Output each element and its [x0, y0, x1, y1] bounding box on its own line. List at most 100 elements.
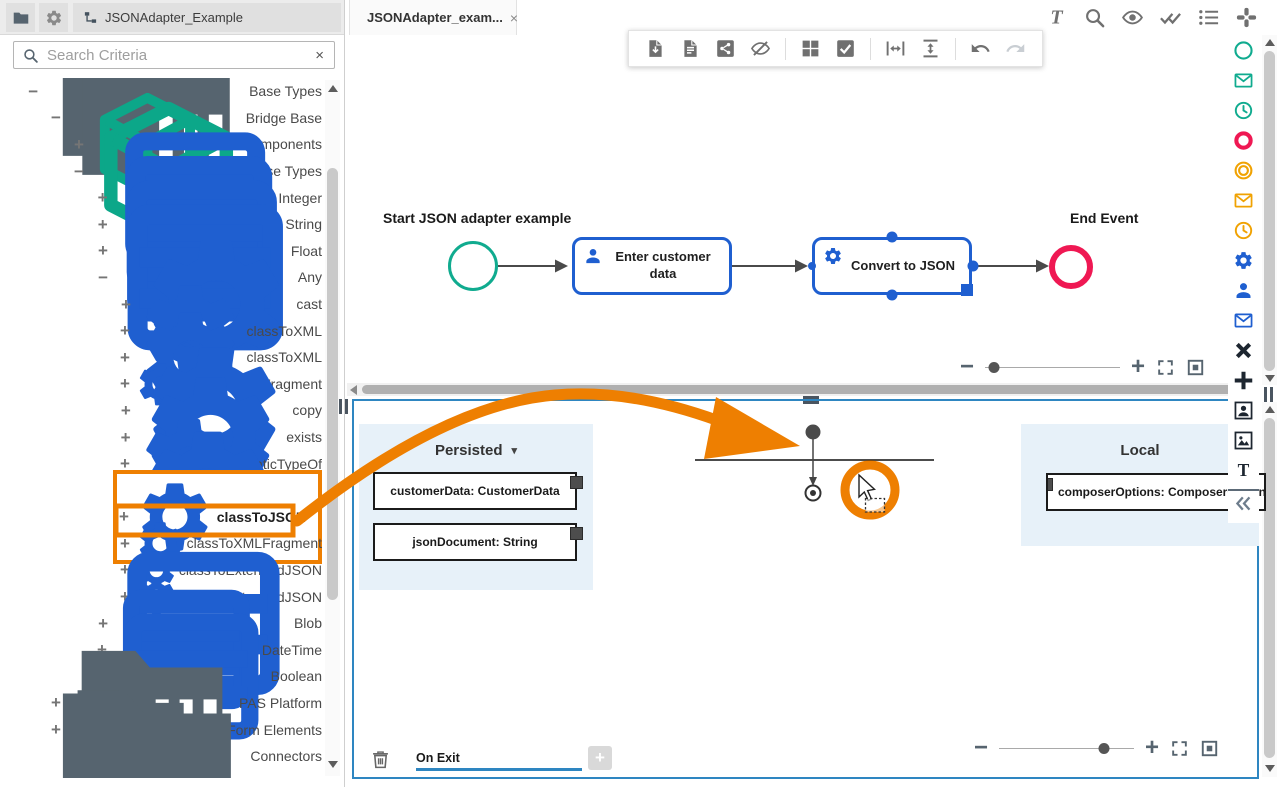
expander-icon[interactable]: +: [120, 374, 130, 394]
expander-icon[interactable]: +: [120, 347, 130, 367]
tab-on-exit[interactable]: On Exit: [416, 749, 582, 771]
palette-portrait-icon[interactable]: [1228, 395, 1259, 425]
field-jsonDocument[interactable]: jsonDocument: String: [373, 523, 583, 561]
task-convert-to-json[interactable]: Convert to JSON: [812, 237, 972, 295]
expander-icon[interactable]: +: [120, 294, 131, 314]
mapping-footer: On Exit +: [354, 741, 1257, 777]
right-resize-grip[interactable]: [1264, 387, 1273, 402]
expander-icon[interactable]: +: [97, 214, 108, 234]
expander-icon[interactable]: +: [51, 720, 61, 740]
fullscreen-icon[interactable]: [1156, 358, 1175, 377]
search-input[interactable]: [39, 46, 314, 64]
task-enter-customer-data[interactable]: Enter customer data: [572, 237, 732, 295]
field-customerData[interactable]: customerData: CustomerData: [373, 472, 583, 510]
expander-icon[interactable]: +: [120, 400, 131, 420]
zoom-in-button[interactable]: +: [1145, 734, 1160, 761]
palette-send-task-icon[interactable]: [1228, 305, 1259, 335]
expander-icon[interactable]: −: [51, 108, 61, 128]
palette-message-start-icon[interactable]: [1228, 65, 1259, 95]
palette-text-icon[interactable]: T: [1228, 455, 1259, 485]
expander-icon[interactable]: +: [120, 533, 130, 553]
editor-tab[interactable]: JSONAdapter_exam... ×: [349, 0, 519, 35]
start-event-shape[interactable]: [448, 241, 498, 291]
chevron-down-icon[interactable]: ▾: [511, 445, 518, 457]
zoom-out-button[interactable]: −: [960, 353, 975, 380]
palette-service-task-icon[interactable]: [1228, 245, 1259, 275]
expander-icon[interactable]: +: [120, 560, 130, 580]
palette-message-intermediate-icon[interactable]: [1228, 185, 1259, 215]
expander-icon[interactable]: +: [120, 427, 131, 447]
fit-view-icon[interactable]: [1200, 739, 1219, 758]
expander-icon[interactable]: +: [51, 693, 61, 713]
list-button[interactable]: [1197, 6, 1220, 29]
left-resize-grip[interactable]: [339, 399, 348, 414]
palette-end-event-icon[interactable]: [1228, 125, 1259, 155]
clear-search-button[interactable]: ×: [315, 46, 324, 64]
expander-icon[interactable]: +: [97, 640, 107, 660]
expander-icon[interactable]: +: [120, 587, 130, 607]
palette-intermediate-event-icon[interactable]: [1228, 155, 1259, 185]
checkbox-button[interactable]: [835, 38, 856, 59]
fit-height-button[interactable]: [920, 38, 941, 59]
hide-button[interactable]: [750, 38, 771, 59]
envelope-icon: [1234, 193, 1253, 207]
folder-button[interactable]: [6, 3, 35, 32]
expander-icon[interactable]: +: [120, 454, 130, 474]
redo-button[interactable]: [1005, 38, 1026, 59]
bottom-zoom-knob[interactable]: [1098, 742, 1110, 754]
expander-icon[interactable]: −: [98, 267, 109, 287]
add-tab-button[interactable]: +: [588, 746, 612, 770]
share-button[interactable]: [715, 38, 736, 59]
end-event-shape[interactable]: [1049, 245, 1093, 289]
top-zoom-knob[interactable]: [988, 361, 1000, 373]
tree-item[interactable]: Connectors: [0, 693, 322, 778]
document-button[interactable]: [680, 38, 701, 59]
expander-icon[interactable]: −: [74, 161, 84, 181]
expander-icon[interactable]: +: [97, 188, 108, 208]
panel-resize-grip[interactable]: [803, 396, 819, 404]
zoom-slider[interactable]: [985, 361, 1121, 373]
preview-button[interactable]: [1121, 6, 1144, 29]
connector-handle[interactable]: [570, 476, 583, 489]
palette-start-event-icon[interactable]: [1228, 35, 1259, 65]
expander-icon[interactable]: +: [74, 134, 84, 154]
sidebar-scrollbar[interactable]: [325, 80, 340, 776]
palette-timer-start-icon[interactable]: [1228, 95, 1259, 125]
expander-icon[interactable]: +: [98, 613, 108, 633]
project-tab[interactable]: JSONAdapter_Example: [73, 3, 341, 32]
connector-handle[interactable]: [1048, 478, 1053, 491]
grid-button[interactable]: [800, 38, 821, 59]
gear-button[interactable]: [39, 3, 68, 32]
palette-image-icon[interactable]: [1228, 425, 1259, 455]
task-label: Convert to JSON: [850, 257, 955, 273]
export-button[interactable]: [645, 38, 666, 59]
undo-button[interactable]: [970, 38, 991, 59]
field-label: jsonDocument: String: [412, 535, 538, 549]
palette-collapse-button[interactable]: [1228, 489, 1259, 515]
palette-user-task-icon[interactable]: [1228, 275, 1259, 305]
close-tab-icon[interactable]: ×: [509, 9, 519, 26]
trash-icon[interactable]: [370, 749, 391, 770]
search-icon: [24, 48, 38, 63]
canvas-horizontal-scrollbar[interactable]: [347, 383, 1259, 396]
palette-parallel-gateway-icon[interactable]: [1228, 365, 1259, 395]
connector-handle[interactable]: [570, 527, 583, 540]
zoom-out-button[interactable]: −: [974, 734, 989, 761]
fit-width-button[interactable]: [885, 38, 906, 59]
fullscreen-icon[interactable]: [1170, 739, 1189, 758]
palette-timer-intermediate-icon[interactable]: [1228, 215, 1259, 245]
search-button[interactable]: [1083, 6, 1106, 29]
mapping-vertical-scrollbar[interactable]: [1262, 402, 1277, 777]
canvas-vertical-scrollbar[interactable]: [1262, 35, 1277, 385]
zoom-in-button[interactable]: +: [1131, 353, 1146, 380]
fit-view-icon[interactable]: [1186, 358, 1205, 377]
zoom-slider[interactable]: [999, 742, 1135, 754]
shape-palette: T: [1228, 35, 1259, 523]
expander-icon[interactable]: +: [120, 321, 130, 341]
validate-button[interactable]: [1159, 6, 1182, 29]
text-tool-button[interactable]: T: [1045, 6, 1068, 29]
palette-exclusive-gateway-icon[interactable]: [1228, 335, 1259, 365]
expander-icon[interactable]: −: [28, 81, 39, 101]
expander-icon[interactable]: +: [97, 241, 108, 261]
layout-button[interactable]: [1235, 6, 1258, 29]
